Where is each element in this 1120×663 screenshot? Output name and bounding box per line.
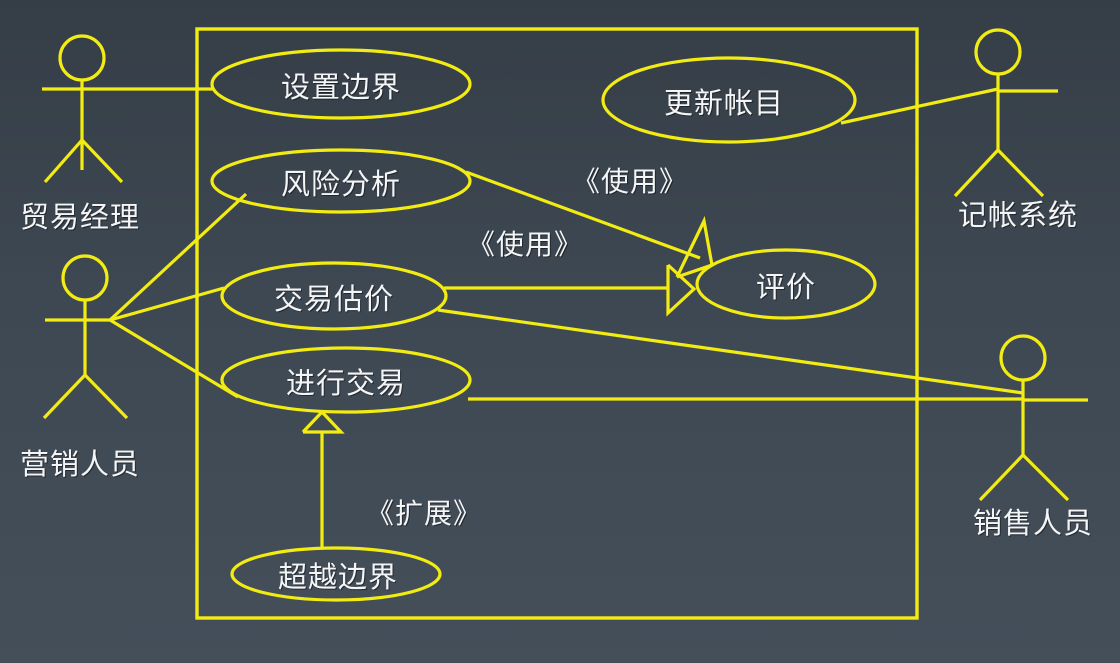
actor-label-accounting-system: 记帐系统: [957, 198, 1079, 232]
dep-risk-analysis-evaluation-arrowhead: [675, 215, 714, 279]
stereotype-label-use-risk: 《使用》: [571, 165, 689, 198]
usecase-execute-trade-shape[interactable]: [220, 346, 472, 414]
dep-risk-analysis-evaluation-line: [465, 170, 701, 260]
usecase-evaluation-shape[interactable]: [695, 248, 877, 320]
usecase-set-boundary-shape[interactable]: [210, 48, 472, 120]
ext-exceed-execute-arrowhead: [301, 409, 345, 434]
assoc-marketing-execute-trade: [109, 318, 239, 399]
assoc-marketing-trade-valuation: [109, 286, 225, 322]
usecase-label-evaluation: 评价: [755, 270, 817, 304]
actor-sales-staff-figure: [978, 334, 1088, 502]
usecase-label-exceed-boundary: 超越边界: [277, 560, 399, 594]
stereotype-label-extend: 《扩展》: [365, 497, 483, 530]
system-boundary-rect: [195, 27, 919, 620]
assoc-marketing-risk-analysis: [108, 192, 248, 322]
usecase-update-account-shape[interactable]: [601, 56, 857, 144]
stereotype-label-use-valuation: 《使用》: [466, 228, 584, 261]
assoc-trade-valuation-sales-staff: [437, 308, 1024, 395]
usecase-exceed-boundary-shape[interactable]: [230, 546, 442, 602]
actor-accounting-system-figure: [953, 28, 1058, 198]
actor-trade-manager-figure: [42, 34, 124, 184]
usecase-label-trade-valuation: 交易估价: [273, 282, 395, 316]
usecase-trade-valuation-shape[interactable]: [220, 261, 448, 331]
usecase-label-set-boundary: 设置边界: [280, 70, 402, 104]
dep-trade-valuation-evaluation-arrowhead: [666, 263, 697, 317]
actor-label-marketing-staff: 营销人员: [19, 447, 141, 481]
usecase-label-update-account: 更新帐目: [663, 86, 785, 120]
actor-marketing-staff-figure: [42, 254, 129, 420]
actor-label-trade-manager: 贸易经理: [19, 200, 141, 234]
actor-label-sales-staff: 销售人员: [972, 506, 1094, 540]
usecase-risk-analysis-shape[interactable]: [210, 148, 472, 214]
assoc-update-account-accounting-system: [840, 87, 999, 125]
usecase-label-execute-trade: 进行交易: [285, 366, 407, 400]
usecase-label-risk-analysis: 风险分析: [280, 167, 402, 201]
